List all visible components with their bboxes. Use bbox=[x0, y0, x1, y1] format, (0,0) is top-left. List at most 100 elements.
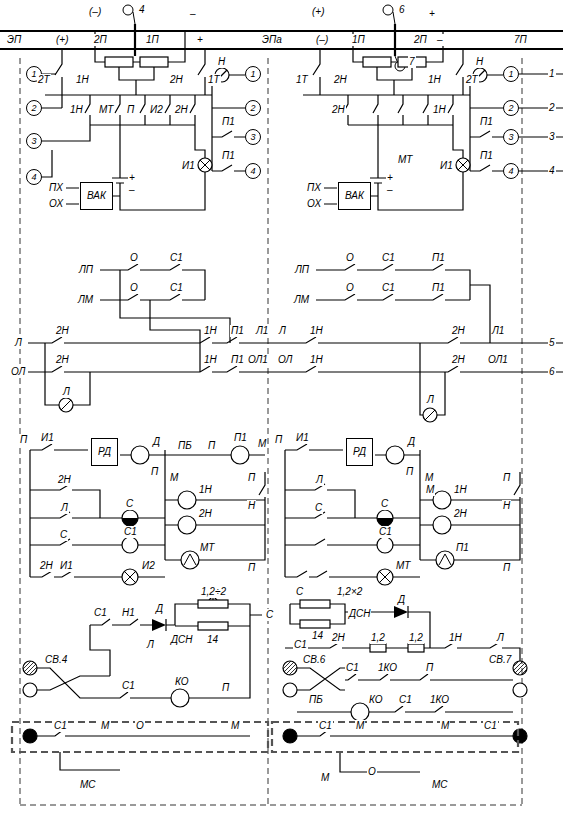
label-text: Д bbox=[397, 594, 406, 606]
terminal-circle: 4 bbox=[26, 169, 42, 185]
label-text: 2Н bbox=[55, 354, 70, 366]
lamp-circuit bbox=[23, 683, 37, 697]
label-text: П1 bbox=[479, 150, 494, 162]
label-text: 1Н bbox=[203, 354, 218, 366]
label-text: ЛП bbox=[78, 264, 94, 276]
label-text: 1Н bbox=[448, 632, 463, 644]
label-text: Л bbox=[60, 502, 69, 514]
label-text: С bbox=[265, 609, 274, 621]
schematic-wiring bbox=[30, 444, 265, 585]
label-text: П bbox=[425, 662, 434, 674]
label-text: 2Н bbox=[198, 508, 213, 520]
label-text: С1 bbox=[53, 720, 68, 732]
label-text: 1Н bbox=[198, 484, 213, 496]
schematic-wiring bbox=[425, 410, 435, 420]
lamp-circuit bbox=[283, 683, 297, 697]
label-text: МТ bbox=[397, 154, 413, 166]
label-text: И2 bbox=[149, 104, 164, 116]
lamp-circuit bbox=[23, 729, 37, 743]
label-text: С bbox=[380, 498, 389, 510]
label-text: 1Н bbox=[75, 74, 90, 86]
label-text: Л bbox=[426, 394, 435, 406]
label-text: П bbox=[207, 440, 216, 452]
lamp-circuit bbox=[513, 683, 527, 697]
schematic-wiring bbox=[61, 400, 71, 410]
label-text: ОХ bbox=[306, 198, 322, 210]
label-text: П bbox=[247, 562, 256, 574]
label-text: ЛМ bbox=[293, 294, 310, 306]
label-text: 5 bbox=[548, 337, 556, 349]
relay-box: РД bbox=[346, 438, 373, 466]
label-text: ОЛ1 bbox=[247, 354, 269, 366]
terminal-circle: 2 bbox=[503, 100, 519, 116]
label-text: 1,2÷2 bbox=[200, 586, 227, 598]
lamp-circuit bbox=[23, 661, 37, 675]
label-text: 2Н bbox=[55, 325, 70, 337]
label-text: Н bbox=[247, 500, 256, 512]
terminal-wires bbox=[42, 74, 563, 177]
label-text: Л bbox=[146, 639, 155, 651]
label-text: О bbox=[129, 252, 139, 264]
node-text: РД bbox=[353, 446, 366, 457]
label-text: 6 bbox=[548, 366, 556, 378]
node-text: 4 bbox=[508, 166, 513, 176]
lamp-circuit bbox=[351, 703, 369, 721]
label-text: П bbox=[247, 472, 256, 484]
schematic-wiring bbox=[285, 444, 520, 585]
label-text: П1 bbox=[233, 432, 248, 444]
label-text: 2Н bbox=[39, 560, 54, 572]
label-text: (+) bbox=[311, 6, 326, 18]
lamp-circuit bbox=[198, 622, 228, 630]
label-text: М bbox=[424, 472, 434, 484]
lamp-circuit bbox=[300, 620, 330, 628]
control-wires bbox=[100, 264, 490, 372]
boundary-line bbox=[20, 58, 522, 805]
lamp-circuit bbox=[370, 644, 386, 652]
label-text: П1 bbox=[230, 325, 245, 337]
label-text: Л1 bbox=[255, 325, 269, 337]
label-text: 1Н bbox=[309, 325, 324, 337]
label-text: С1 bbox=[169, 282, 184, 294]
label-text: – bbox=[128, 184, 136, 196]
label-text: С1 bbox=[293, 639, 308, 651]
label-text: ПБ bbox=[177, 440, 193, 452]
label-text: 1,2 bbox=[408, 632, 424, 644]
label-text: 1Н bbox=[69, 104, 84, 116]
label-text: 6 bbox=[398, 4, 406, 16]
label-text: 14 bbox=[311, 630, 324, 642]
label-text: Д bbox=[407, 436, 416, 448]
label-text: ПХ bbox=[48, 182, 64, 194]
label-text: П1 bbox=[479, 116, 494, 128]
label-text: ОЛ bbox=[10, 366, 26, 378]
label-text: 2Н bbox=[451, 354, 466, 366]
label-text: МС bbox=[431, 779, 449, 791]
label-text: С1 bbox=[169, 252, 184, 264]
label-text: 3 bbox=[548, 131, 556, 143]
bus-lines bbox=[383, 5, 393, 15]
label-text: 1Н bbox=[203, 325, 218, 337]
label-text: – bbox=[436, 34, 444, 46]
label-text: СВ.4 bbox=[44, 654, 68, 666]
label-text: 4 bbox=[138, 4, 146, 16]
label-text: – bbox=[189, 8, 197, 20]
label-text: 2Н bbox=[453, 508, 468, 520]
terminal-circle: 3 bbox=[26, 133, 42, 149]
label-text: С1 bbox=[345, 662, 360, 674]
label-text: Л bbox=[315, 474, 324, 486]
label-text: П bbox=[502, 562, 511, 574]
signal-lines bbox=[28, 337, 563, 415]
label-text: (–) bbox=[315, 34, 329, 46]
label-text: И1 bbox=[40, 432, 55, 444]
label-text: 2Н bbox=[451, 325, 466, 337]
label-text: П bbox=[19, 434, 28, 446]
label-text: 1КО bbox=[377, 662, 398, 674]
label-text: (+) bbox=[55, 34, 70, 46]
label-text: 2Т bbox=[37, 74, 51, 86]
label-text: И1 bbox=[181, 160, 196, 172]
label-text: М bbox=[355, 720, 365, 732]
label-text: 2Н bbox=[174, 104, 189, 116]
lamp-circuit bbox=[513, 661, 527, 675]
lamp-circuit bbox=[171, 689, 189, 707]
label-text: ДСН bbox=[348, 608, 371, 620]
label-text: П1 bbox=[455, 542, 470, 554]
